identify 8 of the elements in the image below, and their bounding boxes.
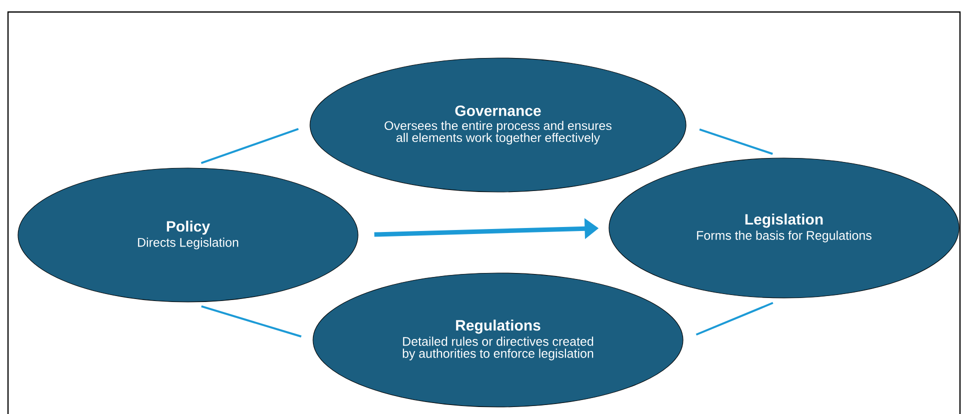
- connector-line: [699, 128, 773, 155]
- ellipse-node: Regulations Detailed rules or directives created by authorities to enforce legislation: [312, 272, 684, 408]
- ellipse-node: Policy Directs Legislation: [18, 168, 358, 302]
- connector-line: [201, 305, 302, 338]
- connector-line: [696, 302, 774, 336]
- ellipse-node: Legislation Forms the basis for Regulations: [608, 158, 960, 298]
- ellipse-node: Governance Oversees the entire process and ensures all elements work together effectively: [310, 58, 686, 192]
- connector-line: [200, 128, 299, 164]
